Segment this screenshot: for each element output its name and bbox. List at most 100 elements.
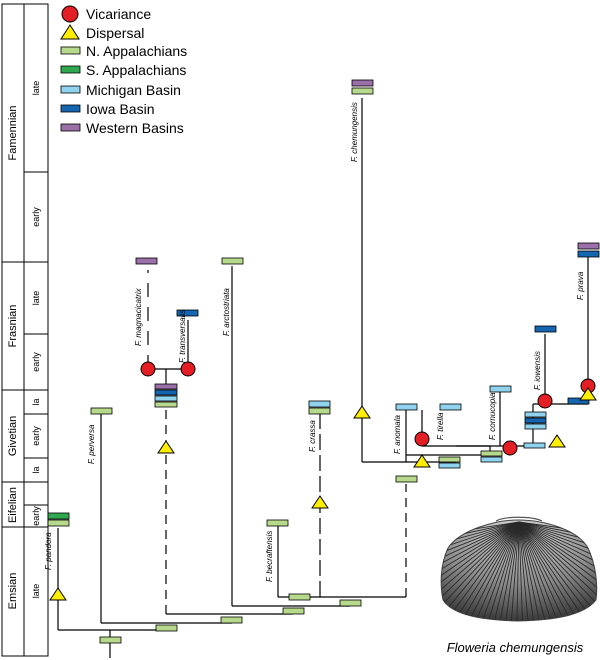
shell-rib [489,521,520,621]
dispersal-icon [157,440,175,454]
taxon-magnacicatrix: F. magnacicatrix [134,287,143,346]
shell-rib [518,521,563,621]
shell-rib [476,521,520,621]
taxon-arctostriata: F. arctostriata [222,288,231,336]
shell-rib [516,521,520,621]
shell-rib [452,521,520,621]
shell-rib [518,521,597,605]
dispersal-icon [579,387,597,401]
legend-s-appalachians: S. Appalachians [86,62,186,78]
shell-rib [441,521,520,573]
shell-rib [518,521,597,566]
shell-rib [502,521,520,621]
shell-rib [518,521,524,621]
legend-iowa-basin: Iowa Basin [86,101,154,117]
substage-eifelian-late: la [31,466,41,473]
shell-rib [483,521,520,621]
shell-rib [518,521,557,621]
western-basins-swatch [60,123,81,132]
shell-rib [518,521,592,618]
substage-eifelian-early: early [31,506,41,526]
substage-givetian-early: early [31,426,41,446]
s-appalachians-swatch [60,65,81,74]
shell-rib [509,521,520,621]
shell-rib [518,521,569,621]
vicariance-icon [502,440,518,456]
shell-rib [518,521,597,589]
shell-rib [458,521,520,621]
region-boxes [47,79,600,644]
shell-rib [518,521,581,621]
michigan-basin-swatch [60,85,81,94]
stage-emsian: Emsian [7,573,19,610]
legend-n-appalachians: N. Appalachians [86,43,187,59]
substage-frasnian-early: early [31,352,41,372]
dispersal-icon [413,454,431,468]
shell-rib [518,521,597,595]
taxon-labels: F. pandora F. perversa F. magnacicatrix … [44,102,585,582]
shell-rib [518,521,597,578]
substage-givetian-late: la [31,398,41,405]
taxon-prava: F. prava [576,271,585,300]
taxon-cornucopia: F. cornucopia [488,392,497,440]
vicariance-icon [61,5,79,23]
shell-rib [441,521,520,567]
timescale: Famennian Frasnian Givetian Eifelian Ems… [1,3,49,657]
substage-emsian-late: late [31,584,41,599]
substage-famennian-late: late [31,81,41,96]
dispersal-icon [311,495,329,509]
shell-rib [518,521,587,621]
stage-eifelian: Eifelian [7,487,19,523]
shell-rib [518,521,597,610]
shell-rib [464,521,520,621]
shell-rib [441,521,520,585]
shell-rib [518,521,575,621]
legend-dispersal: Dispersal [86,25,144,41]
legend-michigan-basin: Michigan Basin [86,82,181,98]
iowa-basin-swatch [60,104,81,113]
shell-rib [447,521,520,619]
shell-rib [518,521,551,621]
shell-rib [518,521,597,553]
shell-rib [518,521,597,572]
taxon-perversa: F. perversa [87,424,96,464]
legend: Vicariance Dispersal N. Appalachians S. … [60,5,187,136]
fossil-illustration [440,516,598,622]
legend-western-basins: Western Basins [86,120,184,136]
vicariance-icon [537,393,553,409]
shell-rib [441,521,520,601]
taxon-becraftensis: F. becraftensis [265,531,274,582]
shell-rib [470,521,520,621]
shell-rib [441,521,520,579]
vicariance-icon [140,361,156,377]
substage-famennian-early: early [31,207,41,227]
taxon-chemungensis: F. chemungensis [350,102,359,162]
legend-vicariance: Vicariance [86,6,151,22]
shell-rib [441,521,520,606]
shell-rib [441,521,520,561]
shell-rib [442,521,520,615]
stage-famennian: Famennian [7,105,19,160]
stage-frasnian: Frasnian [7,305,19,348]
vicariance-icon [414,431,430,447]
shell-rib [518,521,597,600]
shell-rib [441,521,520,596]
vicariance-icon [180,361,196,377]
shell-rib [441,521,520,611]
taxon-pandora: F. pandora [44,532,53,570]
dispersal-icon [60,24,80,40]
shell-rib [518,521,597,614]
taxon-transversalis: F. transversalis [178,310,187,363]
n-appalachians-swatch [60,46,81,55]
taxon-iowensis: F. iowensis [533,351,542,390]
shell-rib [518,521,597,559]
dispersal-icon [548,434,566,448]
taxon-anomala: F. anomala [393,414,402,454]
figure-caption: Floweria chemungensis [447,640,584,655]
shell-rib [441,521,520,554]
stage-givetian: Givetian [7,416,19,456]
taxon-crassa: F. crassa [308,420,317,452]
shell-rib [518,521,531,621]
dispersal-icon [353,405,371,419]
